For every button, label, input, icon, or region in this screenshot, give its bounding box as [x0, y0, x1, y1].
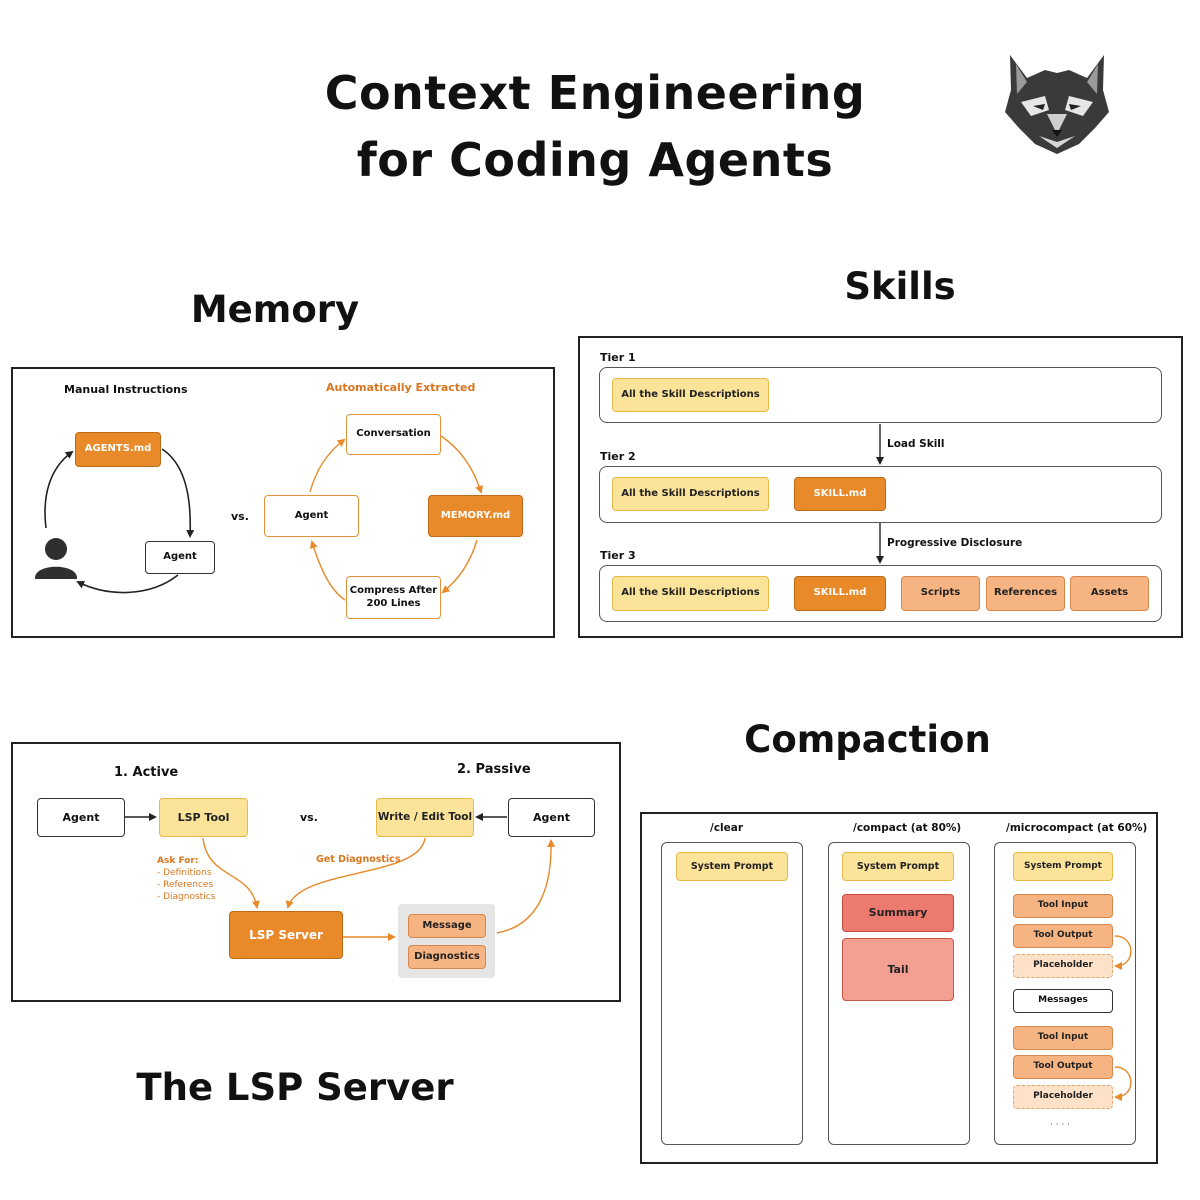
clear-label: /clear	[710, 822, 744, 834]
tool-input-box-1: Tool Input	[1013, 894, 1113, 918]
ellipsis-label: · · · ·	[1050, 1120, 1071, 1130]
get-diagnostics-label: Get Diagnostics	[316, 854, 401, 865]
load-skill-label: Load Skill	[887, 438, 945, 450]
compaction-heading: Compaction	[744, 718, 991, 761]
tier2-skill-md-box: SKILL.md	[794, 477, 886, 511]
passive-label: 2. Passive	[457, 762, 531, 777]
compress-box: Compress After 200 Lines	[346, 576, 441, 619]
progressive-disclosure-label: Progressive Disclosure	[887, 537, 1023, 549]
ask-for-label: Ask For:	[157, 856, 199, 866]
tool-input-box-2: Tool Input	[1013, 1026, 1113, 1050]
ask-item-diagnostics: - Diagnostics	[157, 892, 216, 902]
scripts-box: Scripts	[901, 576, 980, 611]
tier3-descriptions-box: All the Skill Descriptions	[612, 576, 769, 611]
lsp-tool-box: LSP Tool	[159, 798, 248, 837]
tool-output-box-2: Tool Output	[1013, 1055, 1113, 1079]
main-title-line2: for Coding Agents	[356, 133, 834, 187]
main-title: Context Engineering for Coding Agents	[0, 60, 1190, 194]
lsp-agent-right-box: Agent	[508, 798, 595, 837]
clear-system-prompt: System Prompt	[676, 852, 788, 881]
diagnostics-box: Diagnostics	[408, 945, 486, 969]
manual-instructions-label: Manual Instructions	[64, 383, 188, 396]
lsp-vs-label: vs.	[300, 811, 318, 824]
lsp-panel	[11, 742, 621, 1002]
tool-output-box-1: Tool Output	[1013, 924, 1113, 948]
tail-box: Tail	[842, 938, 954, 1001]
tier2-descriptions-box: All the Skill Descriptions	[612, 477, 769, 511]
summary-box: Summary	[842, 894, 954, 932]
skills-heading: Skills	[844, 265, 956, 308]
main-title-line1: Context Engineering	[324, 66, 866, 120]
ask-for-block: Ask For: - Definitions - References - Di…	[157, 855, 215, 903]
ask-item-definitions: - Definitions	[157, 868, 212, 878]
tier2-label: Tier 2	[600, 450, 636, 463]
ask-item-references: - References	[157, 880, 214, 890]
agent-box-left: Agent	[145, 541, 215, 574]
automatically-extracted-label: Automatically Extracted	[326, 381, 476, 394]
placeholder-box-2: Placeholder	[1013, 1085, 1113, 1109]
compact-label: /compact (at 80%)	[853, 822, 962, 834]
memory-md-box: MEMORY.md	[428, 495, 523, 537]
compress-line2: 200 Lines	[366, 597, 421, 609]
tier3-label: Tier 3	[600, 549, 636, 562]
agent-box-right: Agent	[264, 495, 359, 537]
assets-box: Assets	[1070, 576, 1149, 611]
message-box: Message	[408, 914, 486, 938]
micro-system-prompt: System Prompt	[1013, 852, 1113, 881]
lsp-server-box: LSP Server	[229, 911, 343, 959]
lsp-agent-left-box: Agent	[37, 798, 125, 837]
agents-md-box: AGENTS.md	[75, 432, 161, 467]
compress-line1: Compress After	[349, 585, 438, 596]
memory-vs-label: vs.	[231, 510, 249, 523]
microcompact-label: /microcompact (at 60%)	[1006, 822, 1148, 834]
lsp-heading: The LSP Server	[136, 1066, 454, 1109]
memory-heading: Memory	[190, 288, 360, 331]
tier3-skill-md-box: SKILL.md	[794, 576, 886, 611]
tier1-label: Tier 1	[600, 351, 636, 364]
messages-box: Messages	[1013, 989, 1113, 1013]
compact-system-prompt: System Prompt	[842, 852, 954, 881]
placeholder-box-1: Placeholder	[1013, 954, 1113, 978]
tier1-descriptions-box: All the Skill Descriptions	[612, 378, 769, 412]
references-box: References	[986, 576, 1065, 611]
write-edit-tool-box: Write / Edit Tool	[376, 798, 474, 837]
clear-column	[661, 842, 803, 1145]
active-label: 1. Active	[114, 765, 179, 780]
conversation-box: Conversation	[346, 414, 441, 455]
